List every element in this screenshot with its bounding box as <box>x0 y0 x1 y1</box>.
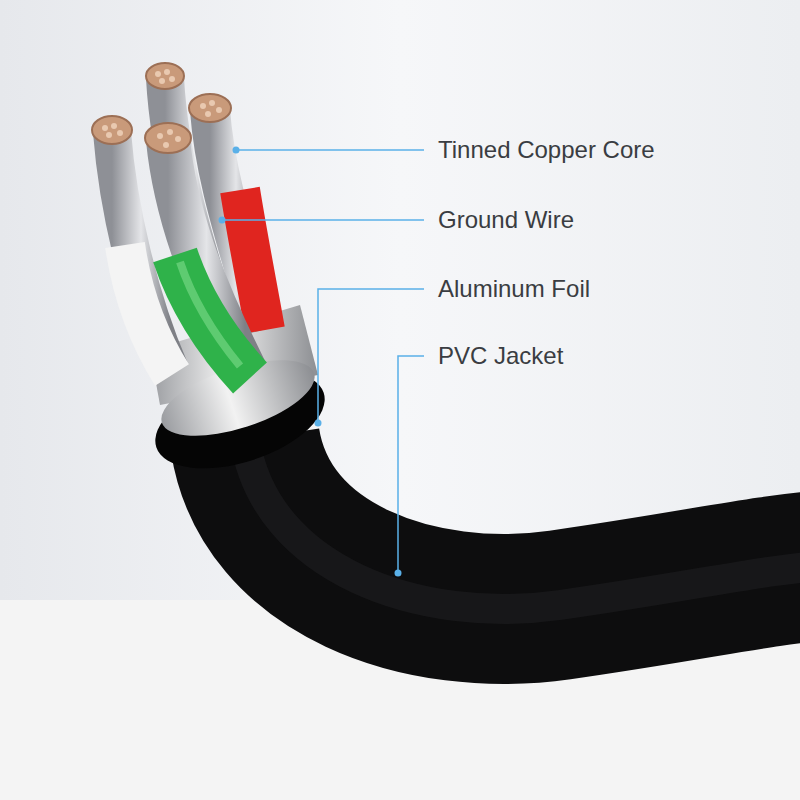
leader-dots <box>219 147 402 577</box>
copper-ends <box>92 63 231 153</box>
callout-label: Tinned Copper Core <box>438 136 655 165</box>
callout-label: Aluminum Foil <box>438 275 590 304</box>
green-highlight <box>180 262 240 366</box>
green-insulation <box>175 255 250 378</box>
leader-lines <box>222 150 424 573</box>
pvc-jacket <box>245 440 800 609</box>
strand-dots <box>102 69 222 148</box>
callout-label: PVC Jacket <box>438 342 563 371</box>
callout-label: Ground Wire <box>438 206 574 235</box>
red-insulation <box>240 190 265 330</box>
wall <box>0 0 800 600</box>
jacket-highlight <box>245 440 800 609</box>
